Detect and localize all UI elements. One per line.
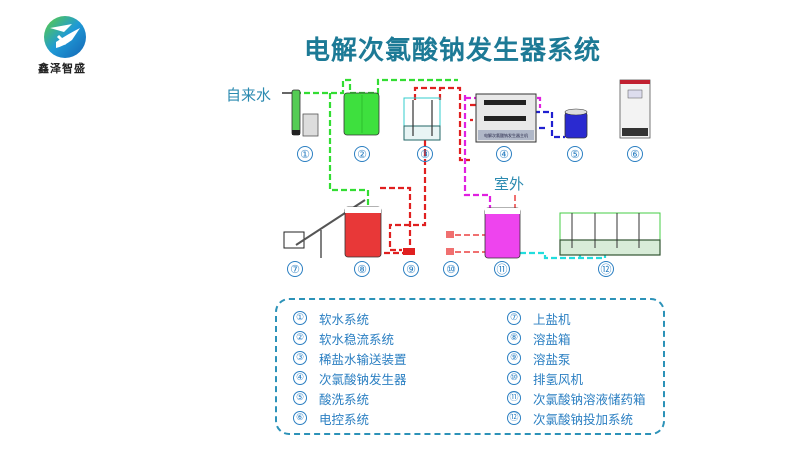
equipment-5-acid-tank	[564, 108, 588, 139]
equipment-number-2: ②	[354, 146, 370, 162]
legend-item: ⑦ 上盐机	[507, 308, 646, 328]
equipment-10-fan-b	[446, 248, 454, 255]
legend-number: ①	[293, 311, 307, 325]
legend-number: ②	[293, 331, 307, 345]
equipment-number-4: ④	[496, 146, 512, 162]
legend-item: ② 软水稳流系统	[293, 328, 407, 348]
hydrogen-vent-pipes	[455, 195, 516, 253]
legend-item: ⑫ 次氯酸钠投加系统	[507, 408, 646, 428]
equipment-7-salt-loader	[283, 199, 366, 258]
equipment-number-5: ⑤	[567, 146, 583, 162]
legend-number: ⑦	[507, 311, 521, 325]
legend-item: ⑤ 酸洗系统	[293, 388, 407, 408]
page-title: 电解次氯酸钠发生器系统	[303, 36, 601, 66]
legend-item: ① 软水系统	[293, 308, 407, 328]
equipment-number-12: ⑫	[598, 261, 614, 277]
generator-plate: 电解次氯酸钠发生器主机	[484, 132, 528, 138]
legend-item: ⑥ 电控系统	[293, 408, 407, 428]
legend-label: 排氢风机	[533, 371, 584, 387]
equipment-9-pump	[403, 248, 415, 255]
legend-label: 软水系统	[319, 311, 370, 327]
equipment-1-softener	[291, 89, 319, 137]
legend-label: 上盐机	[533, 311, 571, 327]
legend-number: ⑩	[507, 371, 521, 385]
equipment-number-10: ⑩	[443, 261, 459, 277]
legend-item: ⑨ 溶盐泵	[507, 348, 646, 368]
legend-label: 溶盐箱	[533, 331, 571, 347]
equipment-number-8: ⑧	[354, 261, 370, 277]
legend-number: ⑤	[293, 391, 307, 405]
legend-item: ④ 次氯酸钠发生器	[293, 368, 407, 388]
legend-number: ④	[293, 371, 307, 385]
legend-number: ③	[293, 351, 307, 365]
legend-number: ⑪	[507, 391, 521, 405]
legend-label: 次氯酸钠发生器	[319, 371, 407, 387]
legend-number: ⑫	[507, 411, 521, 425]
equipment-number-3: ③	[417, 146, 433, 162]
equipment-3-brine-feed	[403, 97, 441, 141]
legend-label: 次氯酸钠投加系统	[533, 411, 634, 427]
equipment-number-9: ⑨	[403, 261, 419, 277]
equipment-number-11: ⑪	[494, 261, 510, 277]
equipment-2-soft-water-tank	[343, 92, 380, 136]
legend-label: 电控系统	[319, 411, 370, 427]
equipment-6-control-cabinet	[619, 79, 651, 139]
product-pipes	[463, 95, 542, 210]
equipment-8-salt-tank	[344, 206, 382, 258]
legend-number: ⑧	[507, 331, 521, 345]
legend-label: 溶盐泵	[533, 351, 571, 367]
legend-item: ⑩ 排氢风机	[507, 368, 646, 388]
legend-right-column: ⑦ 上盐机 ⑧ 溶盐箱 ⑨ 溶盐泵 ⑩ 排氢风机 ⑪ 次氯酸钠溶液储药箱 ⑫ 次氯酸钠投加系…	[507, 308, 646, 428]
equipment-11-storage-tank	[484, 207, 521, 259]
legend-number: ⑨	[507, 351, 521, 365]
legend-item: ⑪ 次氯酸钠溶液储药箱	[507, 388, 646, 408]
tap-water-label: 自来水	[226, 86, 272, 104]
legend-number: ⑥	[293, 411, 307, 425]
company-name: 鑫泽智盛	[38, 62, 86, 75]
outdoor-label: 室外	[494, 175, 525, 193]
company-logo-icon	[42, 14, 88, 60]
legend-item: ③ 稀盐水输送装置	[293, 348, 407, 368]
equipment-number-1: ①	[297, 146, 313, 162]
equipment-10-fan-a	[446, 231, 454, 238]
equipment-12-dosing-system	[559, 212, 661, 256]
equipment-4-generator: 电解次氯酸钠发生器主机	[475, 93, 537, 143]
legend-label: 酸洗系统	[319, 391, 370, 407]
legend-item: ⑧ 溶盐箱	[507, 328, 646, 348]
legend-label: 软水稳流系统	[319, 331, 395, 347]
equipment-number-6: ⑥	[627, 146, 643, 162]
equipment-number-7: ⑦	[287, 261, 303, 277]
legend-label: 稀盐水输送装置	[319, 351, 407, 367]
legend-label: 次氯酸钠溶液储药箱	[533, 391, 646, 407]
